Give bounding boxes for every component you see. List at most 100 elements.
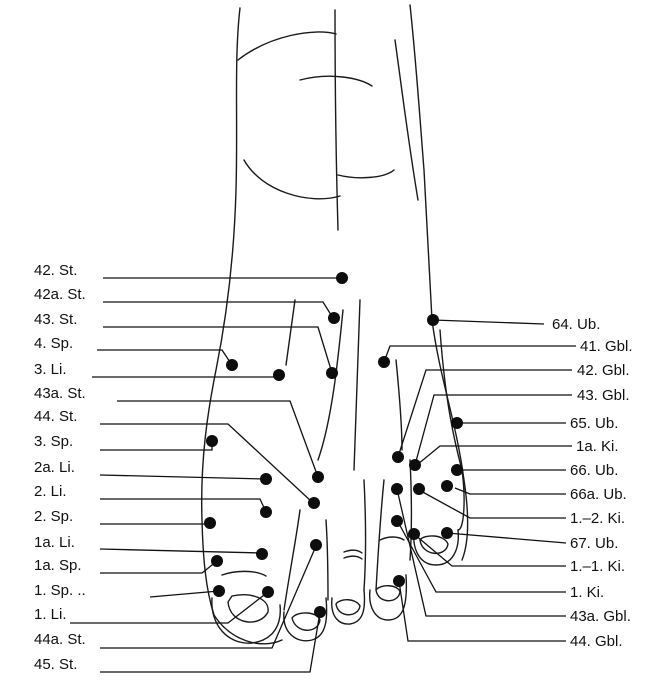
label-67-ub: 67. Ub. <box>570 535 618 552</box>
point-43-gbl <box>409 459 421 471</box>
point-66a-ub <box>441 480 453 492</box>
point-41-gbl <box>378 356 390 368</box>
point-45-st <box>314 606 326 618</box>
point-42-st <box>336 272 348 284</box>
label-45-st: 45. St. <box>34 656 77 673</box>
left-tendon-3 <box>354 300 360 470</box>
point-3-sp <box>206 435 218 447</box>
label-44-st: 44. St. <box>34 408 77 425</box>
point-2-sp <box>204 517 216 529</box>
left-big-toe <box>212 598 280 643</box>
label-42-gbl: 42. Gbl. <box>577 362 630 379</box>
leader-1a-sp <box>100 561 217 573</box>
point-43-st <box>326 367 338 379</box>
label-1a-li: 1a. Li. <box>34 534 75 551</box>
point-42-gbl <box>392 451 404 463</box>
acupoint-dots <box>204 272 463 618</box>
point-2a-li <box>260 473 272 485</box>
left-toe-gap-3 <box>364 480 366 590</box>
left-foot-bottom <box>214 615 282 644</box>
label-43-st: 43. St. <box>34 311 77 328</box>
label-1-2-ki: 1.–2. Ki. <box>570 510 625 527</box>
point-3-li <box>273 369 285 381</box>
point-1-sp <box>213 585 225 597</box>
leader-2a-li <box>100 475 265 479</box>
point-66-ub <box>451 464 463 476</box>
point-43a-st <box>312 471 324 483</box>
right-leg-inner <box>395 40 418 200</box>
right-foot-outer <box>440 330 464 530</box>
leader-44a-st <box>100 546 316 648</box>
leader-1-ki <box>397 520 566 592</box>
point-43a-gbl <box>391 483 403 495</box>
point-42a-st <box>328 312 340 324</box>
label-1a-sp: 1a. Sp. <box>34 557 82 574</box>
label-2-sp: 2. Sp. <box>34 508 73 525</box>
mid-curve <box>338 170 394 178</box>
point-1-ki <box>391 515 403 527</box>
label-2a-li: 2a. Li. <box>34 459 75 476</box>
label-3-sp: 3. Sp. <box>34 433 73 450</box>
label-4-sp: 4. Sp. <box>34 335 73 352</box>
left-tendon-2 <box>318 310 343 460</box>
left-knee-curve <box>238 32 336 60</box>
right-leaders <box>384 320 576 641</box>
leader-1-1-ki <box>414 534 566 566</box>
point-64-ub <box>427 314 439 326</box>
point-1-1-ki <box>408 528 420 540</box>
point-4-sp <box>226 359 238 371</box>
leader-4-sp <box>97 350 232 365</box>
right-leg-outline <box>410 5 468 560</box>
label-43-gbl: 43. Gbl. <box>577 387 630 404</box>
left-tendon-1 <box>286 300 295 365</box>
label-1-li: 1. Li. <box>34 606 67 623</box>
left-toe-crease-3 <box>344 556 362 559</box>
left-toe-crease-1 <box>222 571 266 576</box>
right-tendon-1 <box>396 360 402 450</box>
point-1-2-ki <box>413 483 425 495</box>
label-3-li: 3. Li. <box>34 361 67 378</box>
leader-64-ub <box>433 320 544 324</box>
point-1-li <box>262 586 274 598</box>
left-third-toe-nail <box>336 600 360 615</box>
label-1-1-ki: 1.–1. Ki. <box>570 558 625 575</box>
left-label-group: 42. St. 42a. St. 43. St. 4. Sp. 3. Li. 4… <box>34 262 86 673</box>
left-toe-crease-2 <box>344 550 362 553</box>
label-66-ub: 66. Ub. <box>570 462 618 479</box>
label-2-li: 2. Li. <box>34 483 67 500</box>
leader-67-ub <box>447 533 566 543</box>
label-43a-gbl: 43a. Gbl. <box>570 608 631 625</box>
right-toe-crease <box>380 537 404 540</box>
point-2-li <box>260 506 272 518</box>
label-1a-ki: 1a. Ki. <box>576 438 619 455</box>
label-64-ub: 64. Ub. <box>552 316 600 333</box>
left-knee-curve-2 <box>244 160 340 199</box>
label-42a-st: 42a. St. <box>34 286 86 303</box>
left-toe-gap-2 <box>326 520 328 600</box>
label-44-gbl: 44. Gbl. <box>570 633 623 650</box>
label-65-ub: 65. Ub. <box>570 415 618 432</box>
leader-66a-ub <box>455 488 566 494</box>
right-toe-gap <box>376 480 384 590</box>
label-44a-st: 44a. St. <box>34 631 86 648</box>
leader-45-st <box>100 612 320 672</box>
leader-42a-st <box>103 302 333 318</box>
left-toe-gap-1 <box>284 510 300 610</box>
point-65-ub <box>451 417 463 429</box>
point-1a-li <box>256 548 268 560</box>
point-44-st <box>308 497 320 509</box>
leader-3-sp <box>100 442 212 450</box>
label-41-gbl: 41. Gbl. <box>580 338 633 355</box>
leader-43a-gbl <box>397 489 566 616</box>
right-big-toe-nail <box>376 586 400 601</box>
label-42-st: 42. St. <box>34 262 77 279</box>
leader-43-gbl <box>415 395 572 465</box>
label-66a-ub: 66a. Ub. <box>570 486 627 503</box>
feet-outline <box>202 5 468 644</box>
leader-41-gbl <box>384 346 576 362</box>
leader-2-li <box>100 499 266 512</box>
point-67-ub <box>441 527 453 539</box>
label-1-ki: 1. Ki. <box>570 584 604 601</box>
